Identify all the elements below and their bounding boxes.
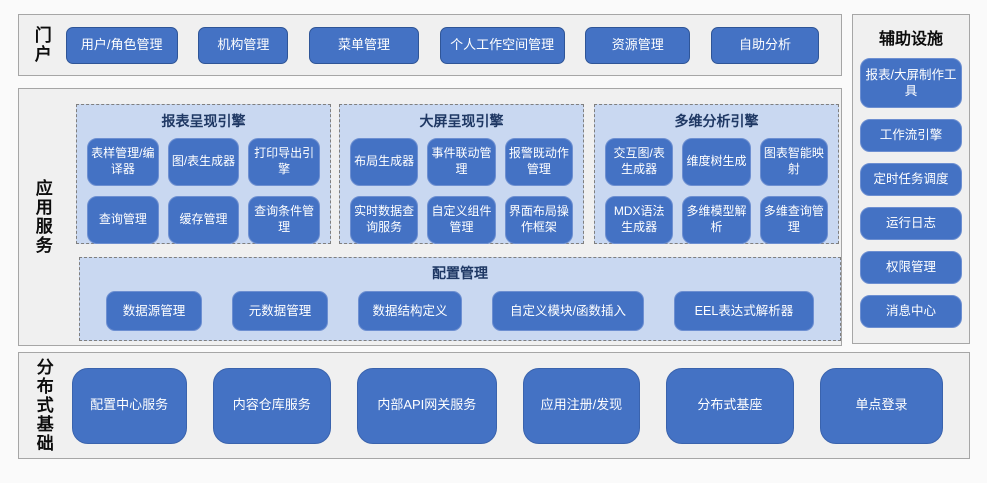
data-structure-definition-button[interactable]: 数据结构定义 [358, 291, 462, 331]
distributed-base-button-row: 配置中心服务 内容仓库服务 内部API网关服务 应用注册/发现 分布式基座 单点… [71, 367, 943, 444]
dashboard-rendering-engine-panel: 大屏呈现引擎 布局生成器 事件联动管理 报警既动作管理 实时数据查询服务 自定义… [339, 104, 584, 244]
cache-mgmt-button[interactable]: 缓存管理 [167, 196, 240, 244]
style-mgmt-compiler-button[interactable]: 表样管理/编译器 [87, 138, 159, 186]
report-rendering-engine-grid: 表样管理/编译器 图/表生成器 打印导出引擎 查询管理 缓存管理 查询条件管理 [77, 131, 330, 244]
olap-analysis-engine-grid: 交互图/表生成器 维度树生成 图表智能映射 MDX语法生成器 多维模型解析 多维… [595, 131, 838, 244]
custom-component-mgmt-button[interactable]: 自定义组件管理 [427, 196, 496, 244]
workflow-engine-button[interactable]: 工作流引擎 [860, 119, 962, 152]
layout-generator-button[interactable]: 布局生成器 [350, 138, 419, 186]
portal-section-label: 门户 [31, 26, 51, 64]
report-rendering-engine-title: 报表呈现引擎 [161, 113, 246, 129]
org-mgmt-button[interactable]: 机构管理 [198, 26, 289, 64]
app-services-section: 应用服务 报表呈现引擎 表样管理/编译器 图/表生成器 打印导出引擎 查询管理 … [18, 88, 842, 346]
config-mgmt-panel: 配置管理 数据源管理 元数据管理 数据结构定义 自定义模块/函数插入 EEL表达… [79, 257, 841, 341]
report-rendering-engine-panel: 报表呈现引擎 表样管理/编译器 图/表生成器 打印导出引擎 查询管理 缓存管理 … [76, 104, 331, 244]
portal-section: 门户 用户/角色管理 机构管理 菜单管理 个人工作空间管理 资源管理 自助分析 [18, 14, 842, 76]
distributed-base-section: 分布式基础 配置中心服务 内容仓库服务 内部API网关服务 应用注册/发现 分布… [18, 352, 970, 459]
ui-layout-framework-button[interactable]: 界面布局操作框架 [504, 196, 573, 244]
user-role-mgmt-button[interactable]: 用户/角色管理 [65, 26, 178, 64]
alarm-action-mgmt-button[interactable]: 报警既动作管理 [504, 138, 573, 186]
single-sign-on-button[interactable]: 单点登录 [820, 367, 943, 444]
dashboard-rendering-engine-title: 大屏呈现引擎 [419, 113, 504, 129]
datasource-mgmt-button[interactable]: 数据源管理 [106, 291, 202, 331]
eel-expression-parser-button[interactable]: EEL表达式解析器 [674, 291, 814, 331]
menu-mgmt-button[interactable]: 菜单管理 [309, 26, 419, 64]
distributed-base-button[interactable]: 分布式基座 [665, 367, 794, 444]
config-mgmt-title: 配置管理 [432, 265, 488, 281]
mdx-syntax-generator-button[interactable]: MDX语法生成器 [605, 196, 674, 244]
auxiliary-facilities-title: 辅助设施 [878, 31, 943, 48]
multidim-model-parsing-button[interactable]: 多维模型解析 [682, 196, 751, 244]
config-center-service-button[interactable]: 配置中心服务 [71, 367, 187, 444]
interactive-chart-generator-button[interactable]: 交互图/表生成器 [605, 138, 674, 186]
print-export-engine-button[interactable]: 打印导出引擎 [248, 138, 320, 186]
personal-workspace-mgmt-button[interactable]: 个人工作空间管理 [439, 26, 565, 64]
olap-analysis-engine-title: 多维分析引擎 [674, 113, 759, 129]
content-repo-service-button[interactable]: 内容仓库服务 [212, 367, 331, 444]
message-center-button[interactable]: 消息中心 [860, 295, 962, 328]
portal-button-row: 用户/角色管理 机构管理 菜单管理 个人工作空间管理 资源管理 自助分析 [65, 26, 819, 64]
multidim-query-mgmt-button[interactable]: 多维查询管理 [759, 196, 828, 244]
app-register-discovery-button[interactable]: 应用注册/发现 [522, 367, 640, 444]
metadata-mgmt-button[interactable]: 元数据管理 [232, 291, 328, 331]
app-services-section-label: 应用服务 [32, 179, 52, 255]
resource-mgmt-button[interactable]: 资源管理 [585, 26, 691, 64]
realtime-data-query-service-button[interactable]: 实时数据查询服务 [350, 196, 419, 244]
query-mgmt-button[interactable]: 查询管理 [87, 196, 159, 244]
query-condition-mgmt-button[interactable]: 查询条件管理 [248, 196, 320, 244]
self-service-analysis-button[interactable]: 自助分析 [710, 26, 819, 64]
custom-module-function-insert-button[interactable]: 自定义模块/函数插入 [492, 291, 644, 331]
olap-analysis-engine-panel: 多维分析引擎 交互图/表生成器 维度树生成 图表智能映射 MDX语法生成器 多维… [594, 104, 839, 244]
dimension-tree-generation-button[interactable]: 维度树生成 [682, 138, 751, 186]
chart-smart-mapping-button[interactable]: 图表智能映射 [759, 138, 828, 186]
chart-table-generator-button[interactable]: 图/表生成器 [167, 138, 240, 186]
report-dashboard-tool-button[interactable]: 报表/大屏制作工具 [860, 58, 962, 108]
internal-api-gateway-service-button[interactable]: 内部API网关服务 [356, 367, 497, 444]
auxiliary-facilities-section: 辅助设施 报表/大屏制作工具 工作流引擎 定时任务调度 运行日志 权限管理 消息… [852, 14, 970, 344]
distributed-base-section-label: 分布式基础 [33, 358, 53, 453]
auxiliary-facilities-button-column: 报表/大屏制作工具 工作流引擎 定时任务调度 运行日志 权限管理 消息中心 [860, 58, 962, 328]
event-linkage-mgmt-button[interactable]: 事件联动管理 [427, 138, 496, 186]
dashboard-rendering-engine-grid: 布局生成器 事件联动管理 报警既动作管理 实时数据查询服务 自定义组件管理 界面… [340, 131, 583, 244]
permission-mgmt-button[interactable]: 权限管理 [860, 251, 962, 284]
config-mgmt-button-row: 数据源管理 元数据管理 数据结构定义 自定义模块/函数插入 EEL表达式解析器 [80, 291, 840, 331]
scheduled-task-scheduler-button[interactable]: 定时任务调度 [860, 163, 962, 196]
run-log-button[interactable]: 运行日志 [860, 207, 962, 240]
